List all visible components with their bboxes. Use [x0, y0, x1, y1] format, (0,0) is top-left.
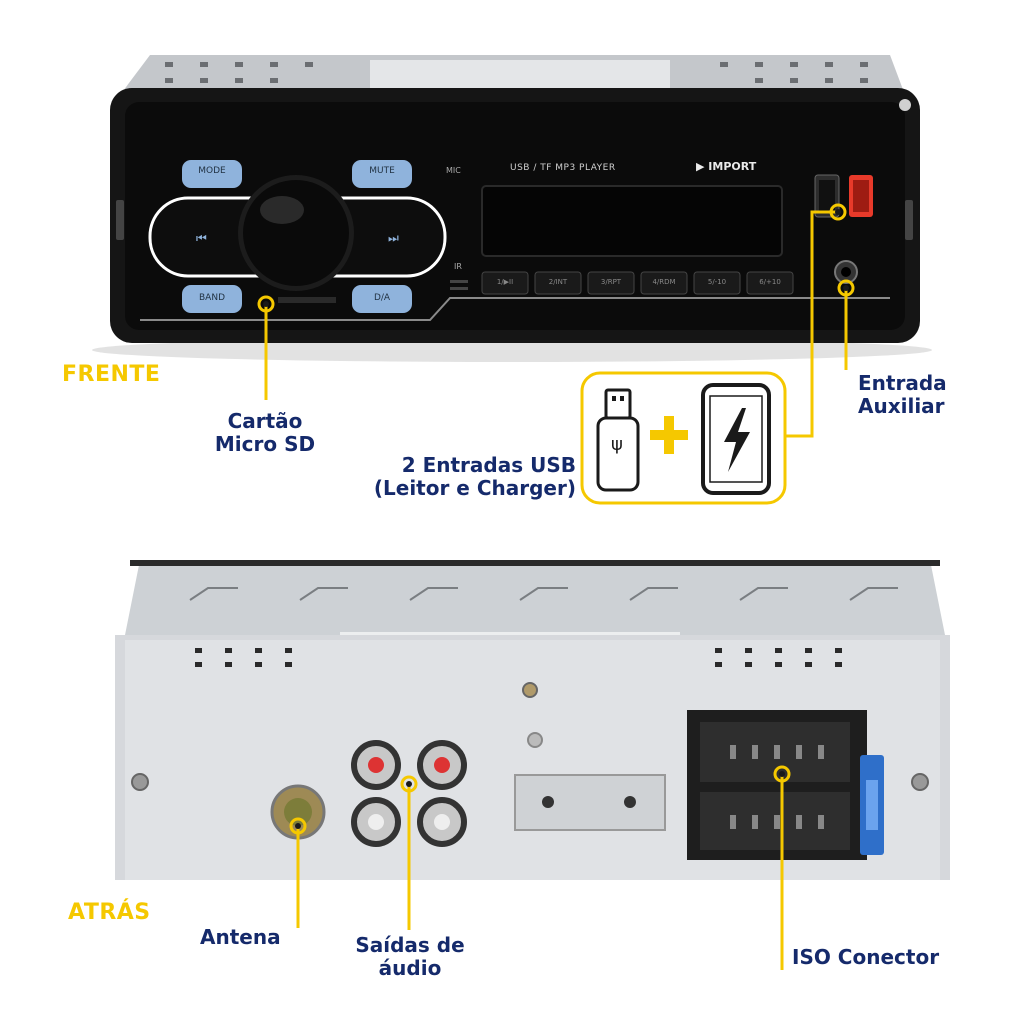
audio-outputs-label: Saídas de áudio [345, 934, 475, 980]
audio-outputs-label-line2: áudio [378, 956, 442, 980]
phone-charging-icon [701, 383, 771, 495]
brand-icon: ▶ [696, 160, 709, 173]
usb-ports-label-line1: 2 Entradas USB [401, 453, 576, 477]
usb-ports-label: 2 Entradas USB (Leitor e Charger) [360, 454, 576, 500]
preset-3: 3/RPT [600, 278, 622, 286]
front-callout-lines: ψ [257, 203, 855, 505]
sd-card-label: Cartão Micro SD [190, 410, 340, 456]
preset-5: 5/-10 [707, 278, 727, 286]
brand-name: IMPORT [708, 160, 757, 173]
da-button-label: D/A [373, 293, 391, 303]
preset-1: 1/▶II [496, 278, 514, 286]
sd-card-label-line1: Cartão [227, 409, 303, 433]
svg-text:⏮: ⏮ [196, 231, 207, 245]
aux-input-label: Entrada Auxiliar [858, 372, 947, 418]
ir-label: IR [454, 262, 462, 271]
front-label: FRENTE [62, 362, 161, 387]
aux-input-label-line1: Entrada [858, 371, 947, 395]
back-radio-photo [115, 560, 950, 880]
flash-drive-icon: ψ [596, 388, 640, 492]
iso-connector-label: ISO Conector [792, 945, 940, 969]
brand-logo: ▶ IMPORT [696, 160, 756, 173]
preset-4: 4/RDM [652, 278, 676, 286]
antenna-label: Antena [200, 925, 281, 949]
front-radio-photo: ⏮ ⏭ [92, 55, 932, 362]
band-button-label: BAND [199, 293, 225, 303]
preset-6: 6/+10 [759, 278, 781, 286]
sd-card-label-line2: Micro SD [214, 432, 316, 456]
mute-button-label: MUTE [369, 166, 395, 176]
aux-input-label-line2: Auxiliar [858, 394, 945, 418]
preset-2: 2/INT [548, 278, 568, 286]
back-label: ATRÁS [68, 900, 151, 925]
audio-outputs-label-line1: Saídas de [355, 933, 465, 957]
svg-text:⏭: ⏭ [388, 231, 399, 245]
svg-text:ψ: ψ [611, 434, 623, 455]
mic-label: MIC [446, 166, 461, 175]
usb-ports-label-line2: (Leitor e Charger) [373, 476, 576, 500]
mode-button-label: MODE [198, 166, 226, 176]
player-title: USB / TF MP3 PLAYER [510, 163, 616, 173]
